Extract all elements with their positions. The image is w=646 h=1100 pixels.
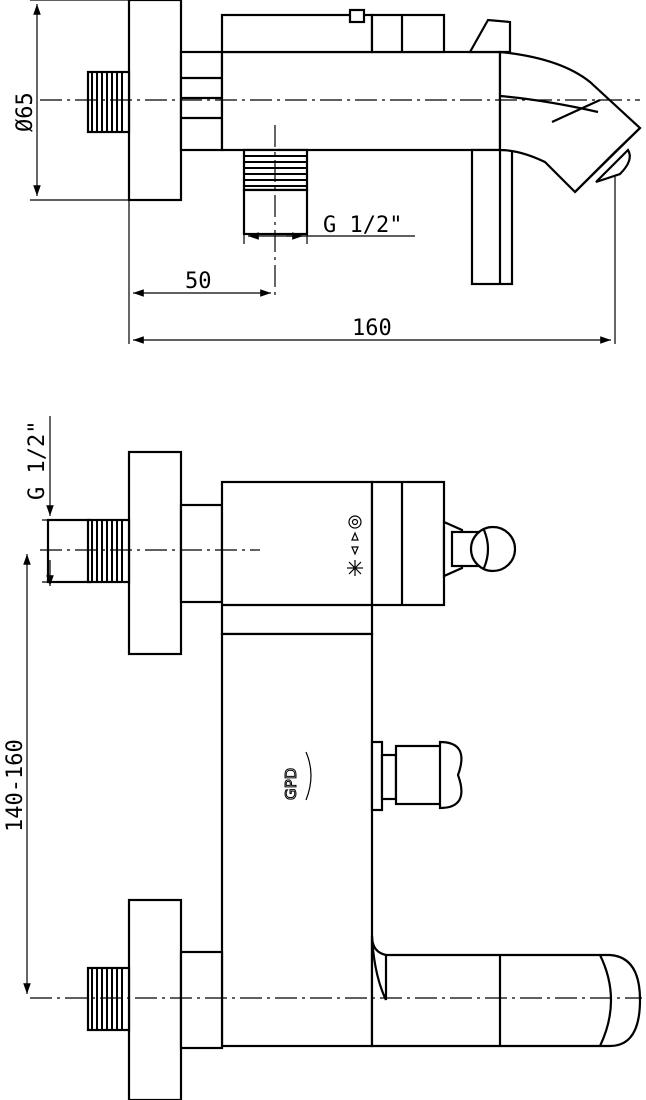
mixer-body-front <box>220 480 374 636</box>
upper-inlet-thread <box>46 518 131 584</box>
dim-thread-front: G 1/2" <box>25 421 50 500</box>
upper-neck <box>179 503 224 604</box>
dim-diameter: Ø65 <box>13 92 38 132</box>
dim-offset: 50 <box>185 269 212 294</box>
brand-logo: GPD <box>282 751 312 801</box>
dim-length: 160 <box>352 316 392 341</box>
lever-handle <box>470 148 514 286</box>
inlet-thread <box>86 70 131 134</box>
dim-thread-side: G 1/2" <box>323 213 402 238</box>
mixer-body <box>220 50 502 152</box>
connector-neck <box>179 50 224 152</box>
lower-wall-flange <box>127 898 183 1100</box>
front-view: GPD <box>3 416 642 1100</box>
lower-neck <box>179 950 224 1050</box>
top-knob <box>468 18 512 54</box>
svg-text:GPD: GPD <box>282 768 300 800</box>
mixer-column <box>220 632 374 1048</box>
spout <box>498 50 642 194</box>
temperature-cartridge <box>370 480 517 607</box>
lower-inlet-thread <box>86 966 131 1032</box>
top-selector <box>220 8 446 54</box>
hot-cold-indicator <box>347 515 363 576</box>
diverter-knob <box>370 740 463 812</box>
dim-range: 140-160 <box>3 739 28 832</box>
upper-wall-flange <box>127 450 183 656</box>
side-view: Ø65 G 1/2" 50 160 <box>13 0 642 344</box>
spout-front <box>370 935 642 1048</box>
